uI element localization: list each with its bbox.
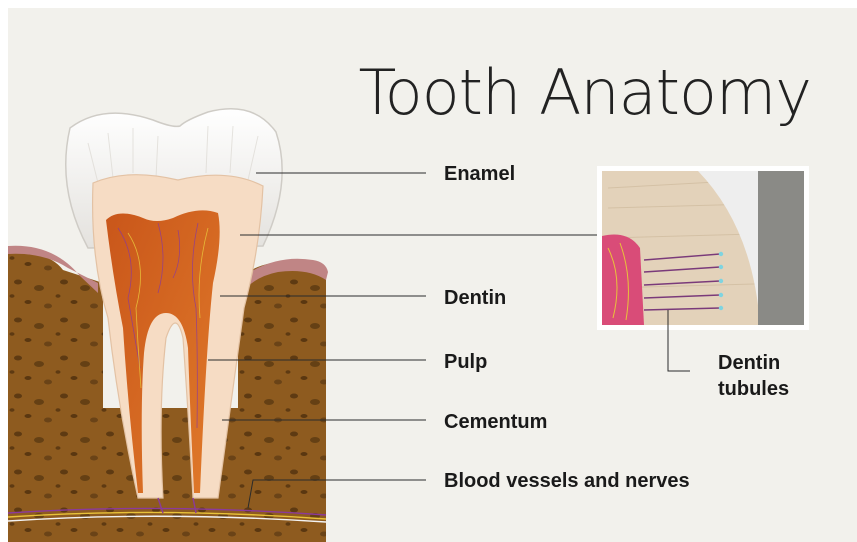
tubules-inset [597, 166, 809, 330]
label-pulp: Pulp [444, 349, 487, 375]
label-enamel: Enamel [444, 161, 515, 187]
label-cementum: Cementum [444, 409, 547, 435]
label-dentin-tubules: Dentin tubules [718, 350, 789, 402]
label-blood-vessels-nerves: Blood vessels and nerves [444, 468, 690, 494]
diagram-title: Tooth Anatomy [358, 56, 811, 129]
label-dentin: Dentin [444, 285, 506, 311]
label-dentin-tubules-line1: Dentin [718, 350, 789, 376]
label-dentin-tubules-line2: tubules [718, 376, 789, 402]
diagram-canvas: Tooth Anatomy Enamel Dentin Pulp Cementu… [8, 8, 857, 542]
